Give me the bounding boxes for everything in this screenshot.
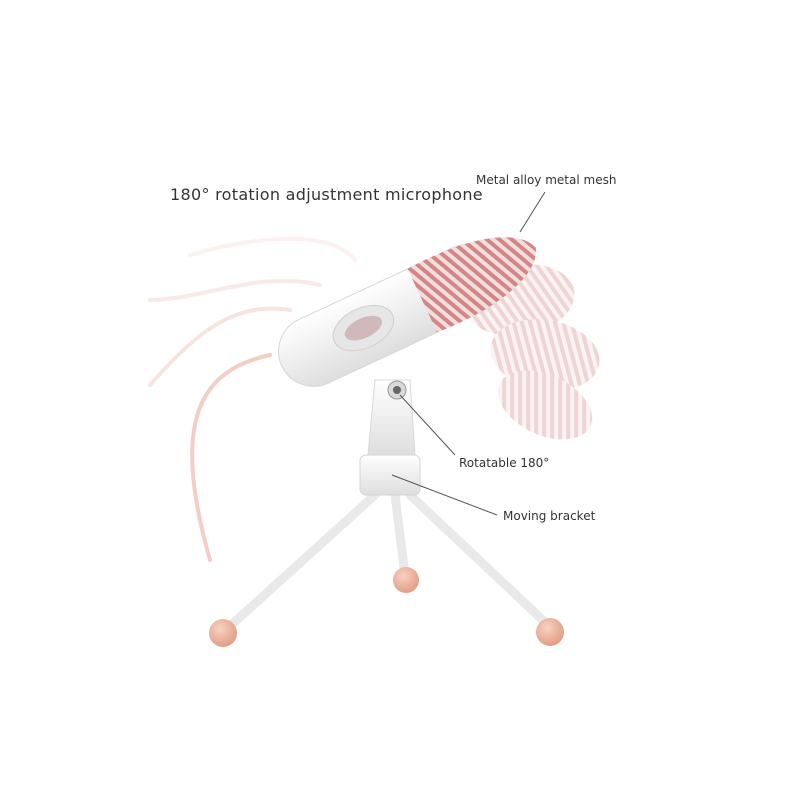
microphone-body xyxy=(278,237,536,387)
callout-lines xyxy=(391,191,546,516)
tripod xyxy=(223,490,553,633)
cables xyxy=(148,236,357,562)
rotation-knob-center xyxy=(393,386,401,394)
tripod-foot xyxy=(393,567,419,593)
tripod-foot xyxy=(209,619,237,647)
callout-moving-bracket: Moving bracket xyxy=(503,509,596,523)
moving-bracket xyxy=(359,454,421,496)
page-title: 180° rotation adjustment microphone xyxy=(170,185,483,204)
tripod-foot xyxy=(536,618,564,646)
metal-mesh xyxy=(407,237,536,333)
callout-metal-mesh: Metal alloy metal mesh xyxy=(476,173,617,187)
callout-rotatable: Rotatable 180° xyxy=(459,456,550,470)
